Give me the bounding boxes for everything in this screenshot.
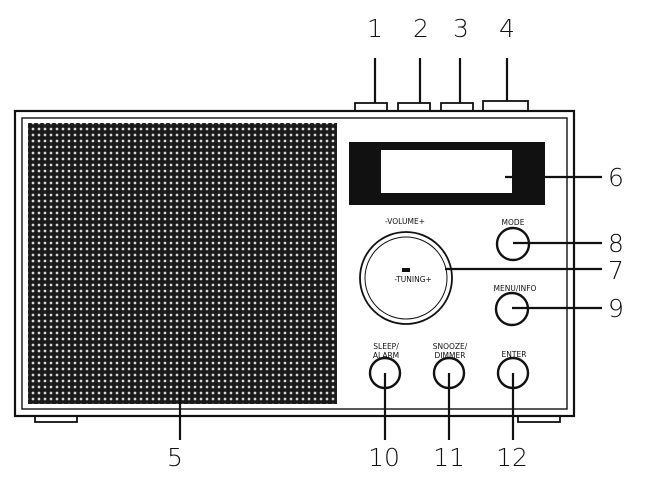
snooze-label-line2: DIMMER bbox=[435, 351, 466, 360]
callout-2: 2 bbox=[413, 14, 429, 43]
radio-housing-inner bbox=[21, 117, 568, 410]
callout-9: 9 bbox=[608, 294, 624, 323]
volume-tuning-knob bbox=[359, 231, 453, 325]
sleep-label-line1: SLEEP/ bbox=[373, 342, 399, 351]
display-screen bbox=[381, 150, 512, 193]
menu-info-label: MENU/INFO bbox=[494, 284, 537, 293]
mode-label: MODE bbox=[502, 218, 525, 227]
callout-7: 7 bbox=[608, 256, 624, 285]
callout-6: 6 bbox=[608, 163, 624, 192]
callout-4: 4 bbox=[499, 14, 515, 43]
callout-1: 1 bbox=[367, 14, 383, 43]
callout-5: 5 bbox=[167, 443, 183, 472]
callout-10: 10 bbox=[368, 443, 400, 472]
callout-8: 8 bbox=[608, 229, 624, 258]
volume-tuning-knob-inner bbox=[364, 236, 448, 320]
speaker-grill bbox=[28, 123, 337, 404]
callout-11: 11 bbox=[433, 443, 465, 472]
sleep-label-line2: ALARM bbox=[373, 351, 399, 360]
enter-label: ENTER bbox=[502, 350, 527, 359]
volume-label: -VOLUME+ bbox=[385, 217, 425, 226]
snooze-label-line1: SNOOZE/ bbox=[433, 342, 468, 351]
knob-indicator-icon bbox=[402, 268, 410, 272]
callout-12: 12 bbox=[496, 443, 528, 472]
callout-3: 3 bbox=[453, 14, 469, 43]
tuning-label: -TUNING+ bbox=[394, 275, 432, 284]
